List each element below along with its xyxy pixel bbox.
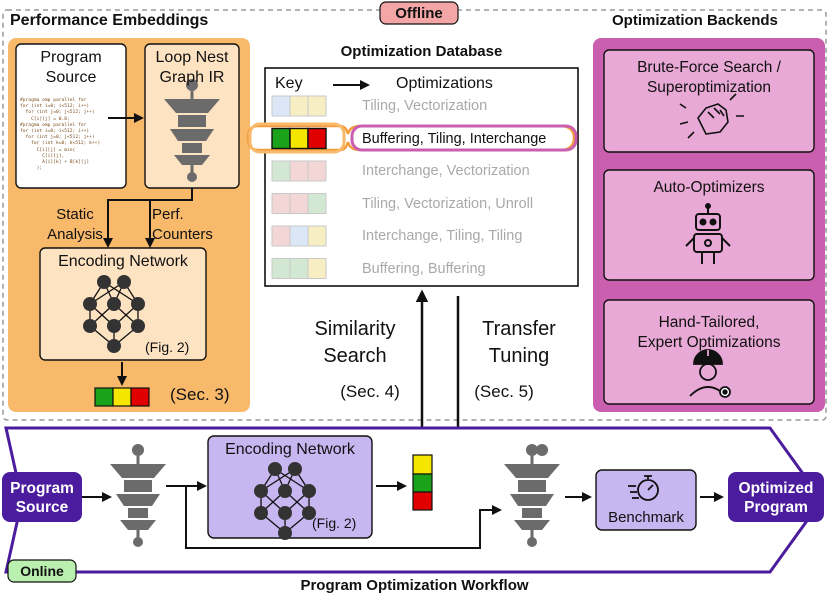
key-cell: [271, 193, 291, 214]
backend-item: [603, 49, 815, 153]
embedding-vector-online: [412, 454, 433, 511]
key-cell: [271, 127, 291, 150]
robot-icon: [685, 203, 731, 264]
key-cell: [289, 258, 309, 279]
key-cell: [307, 127, 327, 150]
key-cell: [289, 127, 309, 150]
engineer-icon: [689, 349, 731, 398]
backend-label-brute-force: Brute-Force Search / Superoptimization: [637, 59, 781, 96]
key-cell: [307, 258, 327, 279]
sec5-label: (Sec. 5): [474, 382, 534, 401]
key-cell: [307, 225, 327, 247]
program-source-online: [2, 472, 82, 522]
embedding-vector-offline: [94, 387, 150, 407]
encoding-network-box-offline: [39, 247, 207, 361]
key-cell: [289, 193, 309, 214]
optimization-row-label: Buffering, Buffering: [362, 260, 486, 277]
benchmark-label: Benchmark: [608, 509, 684, 526]
fig-ref-online: (Fig. 2): [312, 515, 357, 531]
optimization-database-title: Optimization Database: [340, 43, 503, 60]
loop-nest-label: Loop Nest Graph IR: [155, 49, 229, 86]
perf-counters-label: Perf. Counters: [152, 206, 213, 243]
key-cell: [289, 160, 309, 182]
program-source-box: [15, 43, 127, 189]
optimized-program-label: Optimized Program: [738, 480, 814, 516]
workflow-title: Program Optimization Workflow: [300, 577, 529, 594]
backend-label-hand-tailored: Hand-Tailored, Expert Optimizations: [637, 314, 781, 351]
backend-label-auto-optimizers: Auto-Optimizers: [653, 179, 765, 196]
offline-tag: [379, 1, 459, 25]
key-cell: [307, 160, 327, 182]
optimization-row-label: Tiling, Vectorization, Unroll: [362, 195, 534, 212]
key-header: Key: [275, 75, 303, 92]
selected-opt-highlight: [350, 124, 578, 152]
online-tag: [7, 559, 77, 583]
optimization-row-label: Tiling, Vectorization: [362, 98, 488, 114]
database-keys: [271, 95, 327, 279]
static-analysis-label: Static Analysis: [47, 206, 103, 243]
sec3-label: (Sec. 3): [170, 385, 230, 404]
optimization-backends-title: Optimization Backends: [612, 12, 778, 29]
transfer-tuning-label: Transfer Tuning: [482, 318, 556, 367]
optimized-program-box: [728, 472, 824, 522]
backend-item: [603, 169, 815, 281]
optimization-row-label: Interchange, Vectorization: [362, 163, 530, 179]
key-cell: [307, 95, 327, 117]
fist-icon: [679, 93, 744, 139]
program-source-online-label: Program Source: [10, 480, 74, 516]
key-cell: [271, 258, 291, 279]
performance-embeddings-title: Performance Embeddings: [10, 12, 209, 29]
encoding-network-label-online: Encoding Network: [225, 441, 355, 458]
fig-ref-offline: (Fig. 2): [145, 339, 190, 355]
sec4-label: (Sec. 4): [340, 382, 400, 401]
selected-key-highlight: [248, 122, 346, 154]
similarity-search-label: Similarity Search: [314, 318, 396, 367]
key-cell: [271, 160, 291, 182]
program-source-label: Program Source: [40, 49, 102, 86]
key-cell: [289, 225, 309, 247]
key-cell: [271, 225, 291, 247]
offline-label: Offline: [395, 5, 443, 22]
key-cell: [307, 193, 327, 214]
source-code: #pragma omp parallel for for (int i=0; i…: [20, 98, 101, 172]
optimization-row-label: Interchange, Tiling, Tiling: [362, 228, 523, 244]
key-cell: [271, 95, 291, 117]
stopwatch-icon: [628, 475, 659, 501]
optimization-row-label: Buffering, Tiling, Interchange: [362, 130, 547, 147]
online-label: Online: [20, 563, 64, 579]
key-cell: [289, 95, 309, 117]
encoding-network-label-offline: Encoding Network: [58, 253, 188, 270]
optimizations-header: Optimizations: [396, 75, 493, 92]
